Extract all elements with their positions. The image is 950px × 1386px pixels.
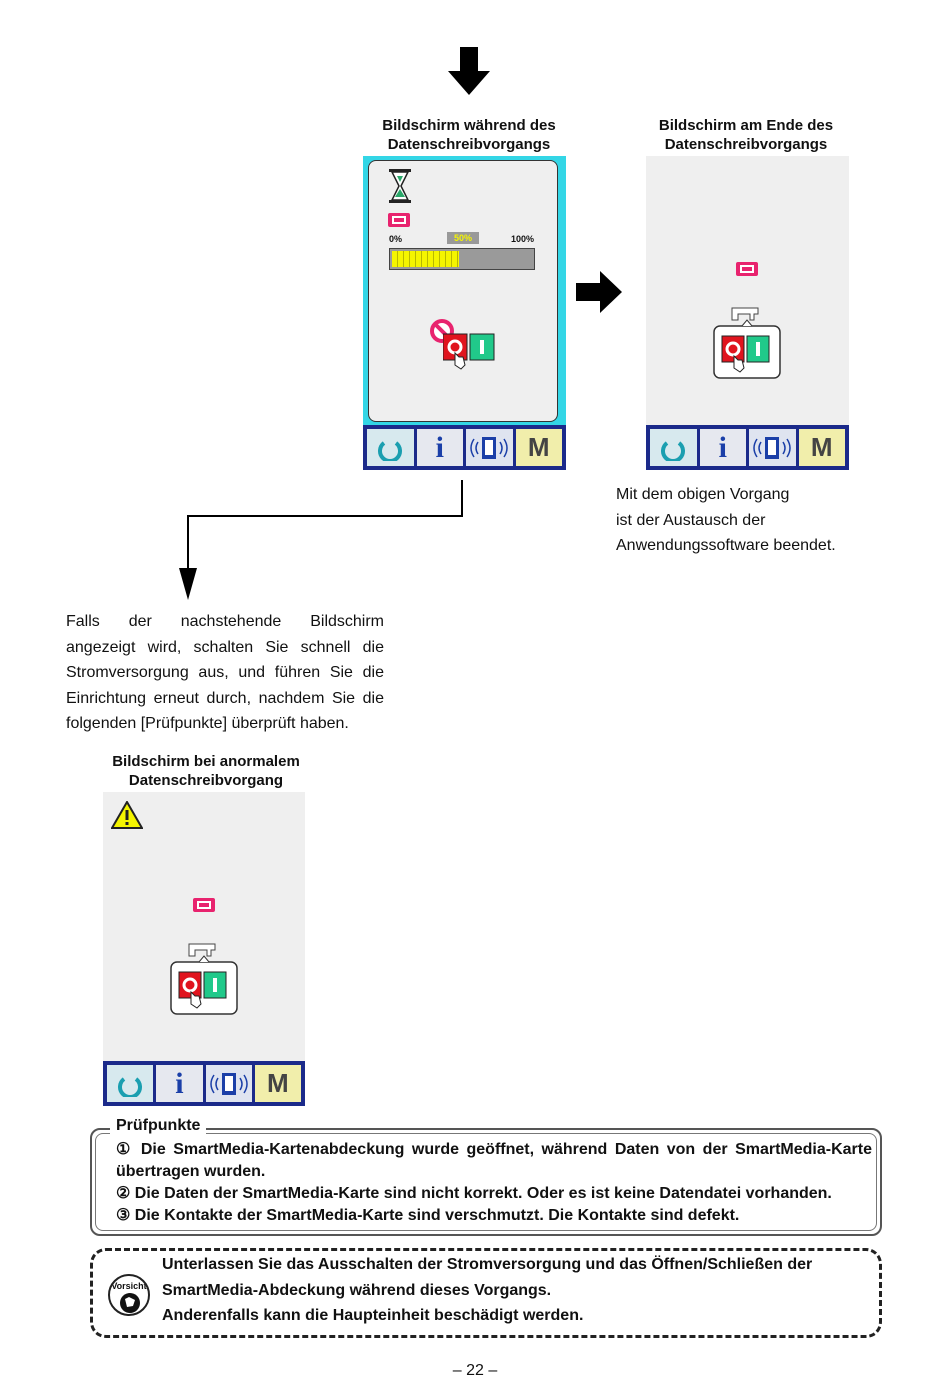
progress-fill <box>392 251 459 267</box>
down-arrow-icon <box>448 47 490 95</box>
caution-badge-label: Vorsicht <box>111 1281 147 1291</box>
ready-icon <box>378 440 403 461</box>
machine-stop-go-icon <box>713 307 781 379</box>
warning-line-2: SmartMedia-Abdeckung während dieses Vorg… <box>162 1282 552 1299</box>
media-card-icon <box>193 898 215 912</box>
ready-icon <box>661 440 686 461</box>
writing-screen: 0% 50% 100% <box>363 156 566 426</box>
right-arrow-icon <box>576 271 622 313</box>
abnormal-toolbar: i M <box>103 1061 305 1106</box>
hand-caution-icon <box>120 1293 140 1313</box>
end-toolbar: i M <box>646 425 849 470</box>
progress-start-label: 0% <box>389 234 403 244</box>
info-key[interactable]: i <box>416 429 463 466</box>
communication-key[interactable] <box>749 429 796 466</box>
communication-icon <box>753 436 791 459</box>
info-icon: i <box>435 430 444 464</box>
ready-icon <box>118 1076 143 1097</box>
caption-end: Bildschirm am Ende des Datenschreibvorga… <box>658 117 834 153</box>
abnormal-screen <box>103 792 305 1062</box>
hourglass-icon <box>389 169 411 203</box>
progress-end-label: 100% <box>511 234 535 244</box>
ready-key[interactable] <box>107 1065 154 1102</box>
checkpoint-2: ② Die Daten der SmartMedia-Karte sind ni… <box>116 1185 832 1202</box>
end-description: Mit dem obigen Vorgang ist der Austausch… <box>616 486 836 554</box>
connector-arrow-icon <box>179 480 463 600</box>
end-screen <box>646 156 849 426</box>
progress-mid-label: 50% <box>447 232 480 244</box>
media-card-icon <box>388 213 410 227</box>
page-number: – 22 – <box>452 1362 498 1379</box>
info-key[interactable]: i <box>699 429 746 466</box>
warning-line-1: Unterlassen Sie das Ausschalten der Stro… <box>162 1256 813 1273</box>
info-icon: i <box>718 430 727 464</box>
warning-icon <box>111 801 143 829</box>
media-card-icon <box>736 262 758 276</box>
stop-go-buttons-icon <box>443 333 495 370</box>
abnormal-intro: Falls der nachstehende Bildschirm angeze… <box>66 613 384 732</box>
writing-toolbar: i M <box>363 425 566 470</box>
checkpoints-title: Prüfpunkte <box>110 1117 207 1135</box>
communication-icon <box>470 436 508 459</box>
caption-writing: Bildschirm während des Datenschreibvorga… <box>382 117 556 153</box>
communication-key[interactable] <box>466 429 513 466</box>
info-key[interactable]: i <box>156 1065 203 1102</box>
progress-bar <box>389 248 535 270</box>
caution-badge: Vorsicht <box>108 1274 150 1316</box>
checkpoint-1: ① Die SmartMedia-Kartenabdeckung wurde g… <box>116 1141 872 1180</box>
mode-key[interactable]: M <box>515 429 562 466</box>
info-icon: i <box>175 1066 184 1100</box>
caption-abnormal: Bildschirm bei anormalem Datenschreibvor… <box>112 753 300 789</box>
mode-key[interactable]: M <box>254 1065 301 1102</box>
mode-key[interactable]: M <box>798 429 845 466</box>
ready-key[interactable] <box>367 429 414 466</box>
communication-icon <box>209 1072 248 1095</box>
checkpoints-box <box>90 1128 882 1236</box>
ready-key[interactable] <box>650 429 697 466</box>
warning-box <box>90 1248 882 1338</box>
warning-line-3: Anderenfalls kann die Haupteinheit besch… <box>162 1307 584 1324</box>
machine-stop-go-icon <box>170 943 238 1015</box>
communication-key[interactable] <box>205 1065 252 1102</box>
checkpoint-3: ③ Die Kontakte der SmartMedia-Karte sind… <box>116 1207 740 1224</box>
